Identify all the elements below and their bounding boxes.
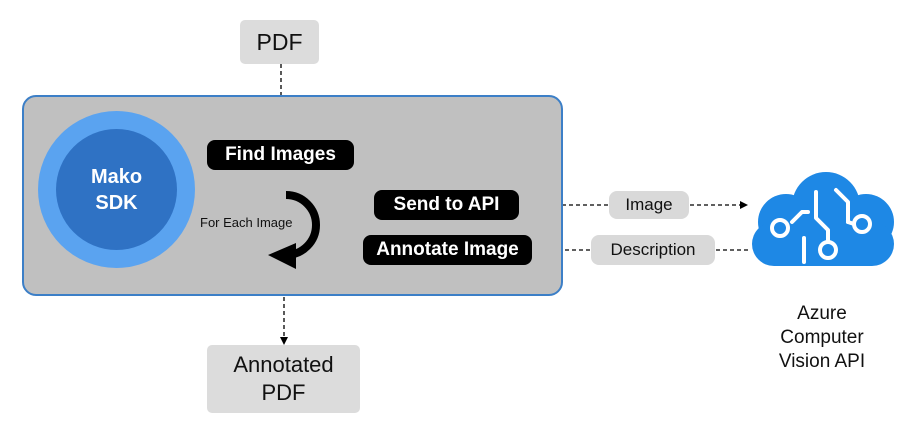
- mako-sdk-label-line2: SDK: [95, 191, 138, 214]
- image-edge-label: Image: [609, 191, 689, 219]
- loop-arrow-icon: [268, 191, 320, 269]
- mako-sdk-label-line1: Mako: [90, 165, 143, 188]
- azure-label-line3: Vision API: [778, 351, 866, 372]
- annotated-pdf-label-line2: PDF: [261, 380, 306, 405]
- annotated-pdf-label-line1: Annotated: [233, 352, 334, 377]
- description-edge-text: Description: [610, 240, 696, 259]
- pdf-input-label: PDF: [256, 28, 303, 55]
- azure-label-line2: Computer: [780, 327, 864, 348]
- azure-cloud-icon: [752, 172, 894, 266]
- annotate-image-label: Annotate Image: [376, 239, 519, 260]
- mako-sdk-node: Mako SDK: [56, 129, 177, 250]
- annotated-pdf-output-node: Annotated PDF: [207, 345, 360, 413]
- send-to-api-label: Send to API: [393, 194, 500, 215]
- find-images-step: Find Images: [207, 140, 354, 170]
- send-to-api-step: Send to API: [374, 190, 519, 220]
- azure-label-line1: Azure: [797, 303, 847, 324]
- pdf-input-node: PDF: [240, 20, 319, 64]
- annotate-image-step: Annotate Image: [363, 235, 532, 265]
- description-edge-label: Description: [591, 235, 715, 265]
- for-each-image-label: For Each Image: [200, 215, 293, 230]
- azure-computer-vision-label: Azure Computer Vision API: [757, 302, 887, 374]
- image-edge-text: Image: [625, 195, 673, 214]
- find-images-label: Find Images: [225, 144, 336, 165]
